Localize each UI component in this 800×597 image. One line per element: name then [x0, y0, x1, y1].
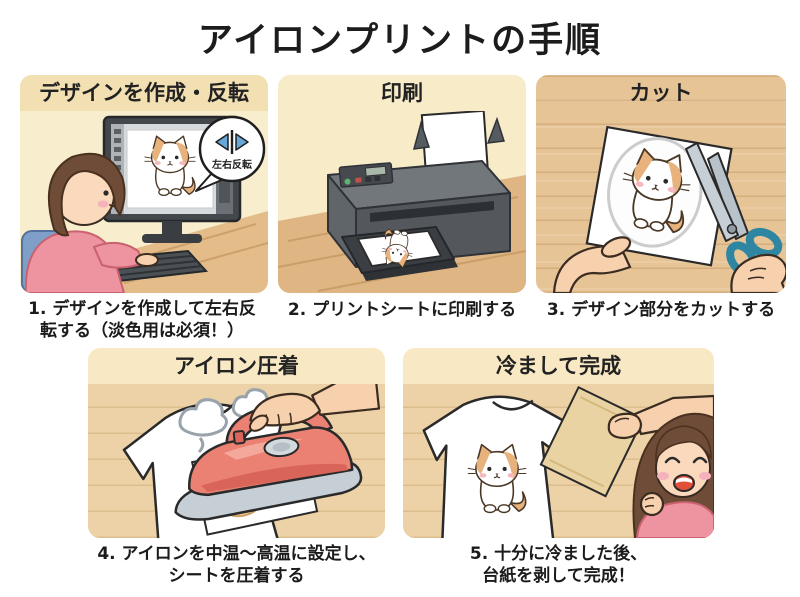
speech-bubble: 左右反転 — [195, 115, 266, 192]
closed-eye — [664, 456, 681, 464]
step-panel-print: 印刷 — [278, 75, 526, 293]
right-hand — [730, 253, 786, 293]
hair — [47, 152, 126, 237]
step-panel-cut: カット — [536, 75, 786, 293]
step5-caption: 5. 十分に冷ました後、 台紙を剥して完成！ — [469, 544, 648, 587]
closed-eye — [692, 456, 708, 464]
step4-header: アイロン圧着 — [88, 348, 385, 384]
woman-at-computer — [24, 152, 159, 293]
cutting-illustration — [552, 125, 786, 293]
step4-caption: 4. アイロンを中温〜高温に設定し、 シートを圧着する — [97, 544, 376, 587]
step1-header: デザインを作成・反転 — [20, 75, 268, 111]
step2-header: 印刷 — [381, 81, 423, 105]
iron-illustration — [174, 384, 381, 521]
step5-header: 冷まして完成 — [403, 348, 714, 384]
open-mouth — [673, 474, 695, 492]
scissors-icon — [685, 142, 783, 277]
flip-horizontal-icon — [215, 130, 249, 154]
pressing-hand — [248, 384, 381, 432]
design-illustration: 左右反転 — [20, 115, 268, 293]
printer-control-panel — [338, 162, 394, 188]
printed-sheet — [357, 227, 442, 270]
step-panel-finish: 冷まして完成 — [403, 348, 714, 538]
flip-callout-label: 左右反転 — [211, 158, 252, 171]
page-title: アイロンプリントの手順 — [197, 21, 603, 61]
ironing-illustration — [122, 384, 381, 538]
backing-paper — [539, 385, 645, 498]
step2-caption: 2. プリントシートに印刷する — [287, 300, 517, 320]
step-panel-design: デザインを作成・反転 — [20, 75, 268, 293]
fist — [639, 491, 665, 517]
finish-illustration — [422, 385, 714, 538]
step1-caption: 1. デザインを作成して左右反 転する（淡色用は必須！） — [28, 299, 256, 342]
step-panel-iron: アイロン圧着 — [88, 348, 385, 538]
step3-caption: 3. デザイン部分をカットする — [546, 300, 776, 320]
step3-header: カット — [629, 81, 693, 105]
left-hand — [552, 236, 632, 293]
power-button — [344, 178, 351, 185]
printer-illustration — [278, 111, 526, 293]
happy-woman — [632, 412, 714, 538]
